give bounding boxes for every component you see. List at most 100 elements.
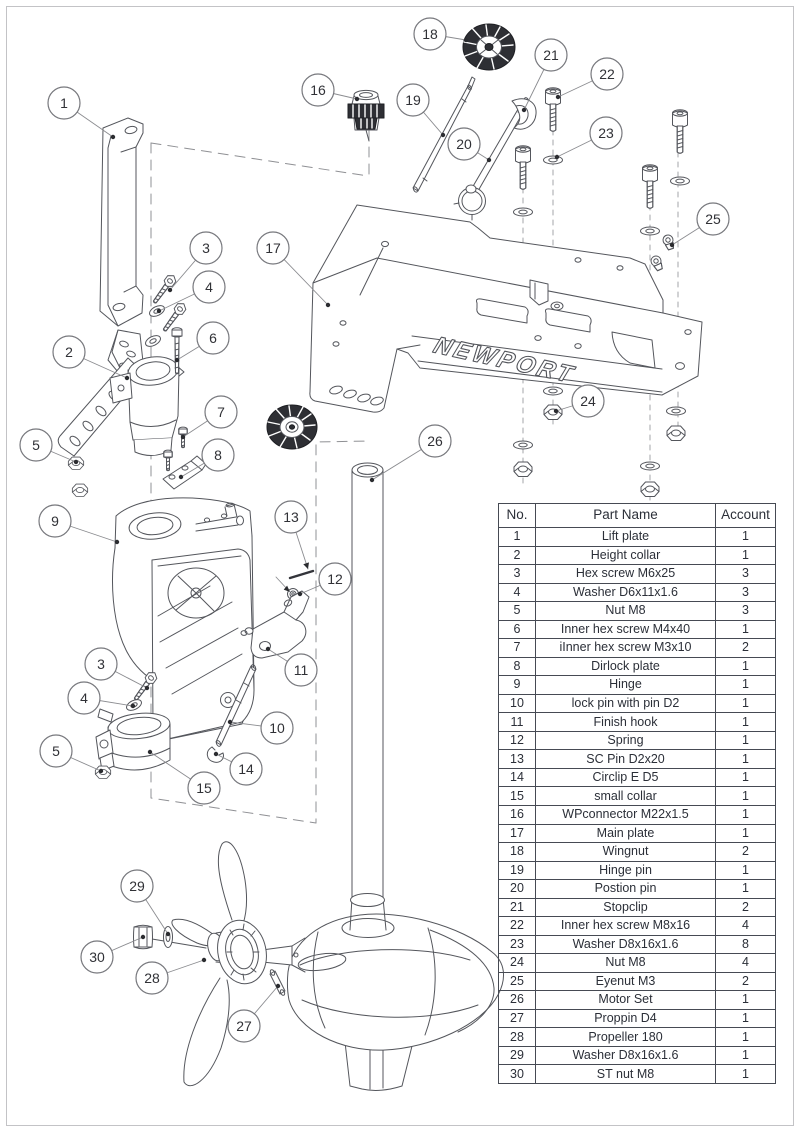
part-small-collar (94, 669, 171, 779)
table-cell: 16 (498, 804, 536, 825)
table-cell: 2 (715, 971, 776, 992)
table-cell: Wingnut (535, 842, 716, 862)
table-cell: 1 (715, 990, 776, 1010)
table-cell: 6 (498, 619, 536, 640)
table-cell: Washer D8x16x1.6 (535, 934, 716, 955)
table-cell: 8 (715, 934, 776, 955)
table-cell: 22 (498, 916, 536, 936)
callout-4: 4 (156, 270, 226, 314)
table-cell: ST nut M8 (535, 1064, 716, 1084)
table-cell: 11 (498, 712, 536, 732)
table-cell: Inner hex screw M4x40 (535, 619, 716, 640)
callout-1: 1 (47, 86, 116, 140)
callout-27: 27 (227, 983, 281, 1043)
table-cell: 1 (715, 860, 776, 881)
callout-25: 25 (669, 202, 730, 248)
table-cell: 1 (715, 693, 776, 714)
svg-text:5: 5 (52, 743, 60, 759)
svg-text:21: 21 (543, 47, 559, 63)
svg-text:25: 25 (705, 211, 721, 227)
table-cell: 18 (498, 842, 536, 862)
callout-20: 20 (447, 127, 492, 163)
table-cell: lock pin with pin D2 (535, 693, 716, 714)
table-cell: 4 (715, 916, 776, 936)
svg-text:1: 1 (60, 95, 68, 111)
table-cell: 1 (715, 1027, 776, 1047)
table-cell: 8 (498, 656, 536, 677)
callout-2: 2 (52, 335, 130, 381)
table-cell: Spring (535, 730, 716, 751)
part-hinge-pin (412, 76, 476, 193)
svg-text:3: 3 (97, 656, 105, 672)
table-cell: Lift plate (535, 527, 716, 547)
callout-3: 3 (84, 647, 150, 691)
svg-text:4: 4 (80, 690, 88, 706)
table-cell: small collar (535, 786, 716, 806)
svg-text:10: 10 (269, 720, 285, 736)
table-cell: 1 (715, 1064, 776, 1084)
table-cell: 5 (498, 601, 536, 621)
svg-text:24: 24 (580, 393, 596, 409)
table-cell: Stopclip (535, 897, 716, 918)
table-cell: Eyenut M3 (535, 971, 716, 992)
callout-24: 24 (553, 384, 605, 418)
callout-4: 4 (67, 681, 136, 715)
callout-23: 23 (554, 116, 623, 160)
table-cell: 25 (498, 971, 536, 992)
part-motor-shaft (351, 462, 384, 903)
callout-11: 11 (265, 646, 318, 687)
table-cell: Nut M8 (535, 953, 716, 973)
table-cell: 1 (715, 619, 776, 640)
callout-5: 5 (39, 734, 104, 774)
part-lock-pin (215, 664, 257, 747)
svg-text:4: 4 (205, 279, 213, 295)
callout-5: 5 (19, 428, 79, 465)
table-cell: Inner hex screw M8x16 (535, 916, 716, 936)
part-prop-pin (269, 969, 286, 996)
callout-14: 14 (213, 751, 263, 786)
part-wingnut-top (462, 23, 516, 71)
callout-17: 17 (256, 231, 331, 308)
table-cell: 1 (715, 712, 776, 732)
table-cell: Hinge pin (535, 860, 716, 881)
part-stopclip (511, 98, 537, 130)
table-cell: 2 (715, 638, 776, 658)
table-cell: 10 (498, 693, 536, 714)
table-cell: 19 (498, 860, 536, 881)
svg-text:12: 12 (327, 571, 343, 587)
table-cell: 1 (715, 823, 776, 844)
callout-19: 19 (396, 83, 446, 138)
callout-8: 8 (178, 438, 235, 480)
table-cell: 9 (498, 675, 536, 695)
table-cell: 2 (498, 545, 536, 566)
callout-3: 3 (167, 231, 223, 293)
table-cell: Hex screw M6x25 (535, 564, 716, 584)
callout-18: 18 (413, 17, 469, 51)
part-wingnut-lower (266, 404, 318, 450)
table-cell: 26 (498, 990, 536, 1010)
callout-13: 13 (274, 500, 309, 570)
table-cell: 28 (498, 1027, 536, 1047)
table-cell: 13 (498, 749, 536, 769)
svg-text:18: 18 (422, 26, 438, 42)
table-cell: Hinge (535, 675, 716, 695)
callout-10: 10 (227, 711, 294, 745)
table-cell: 3 (715, 564, 776, 584)
table-cell: 21 (498, 897, 536, 918)
